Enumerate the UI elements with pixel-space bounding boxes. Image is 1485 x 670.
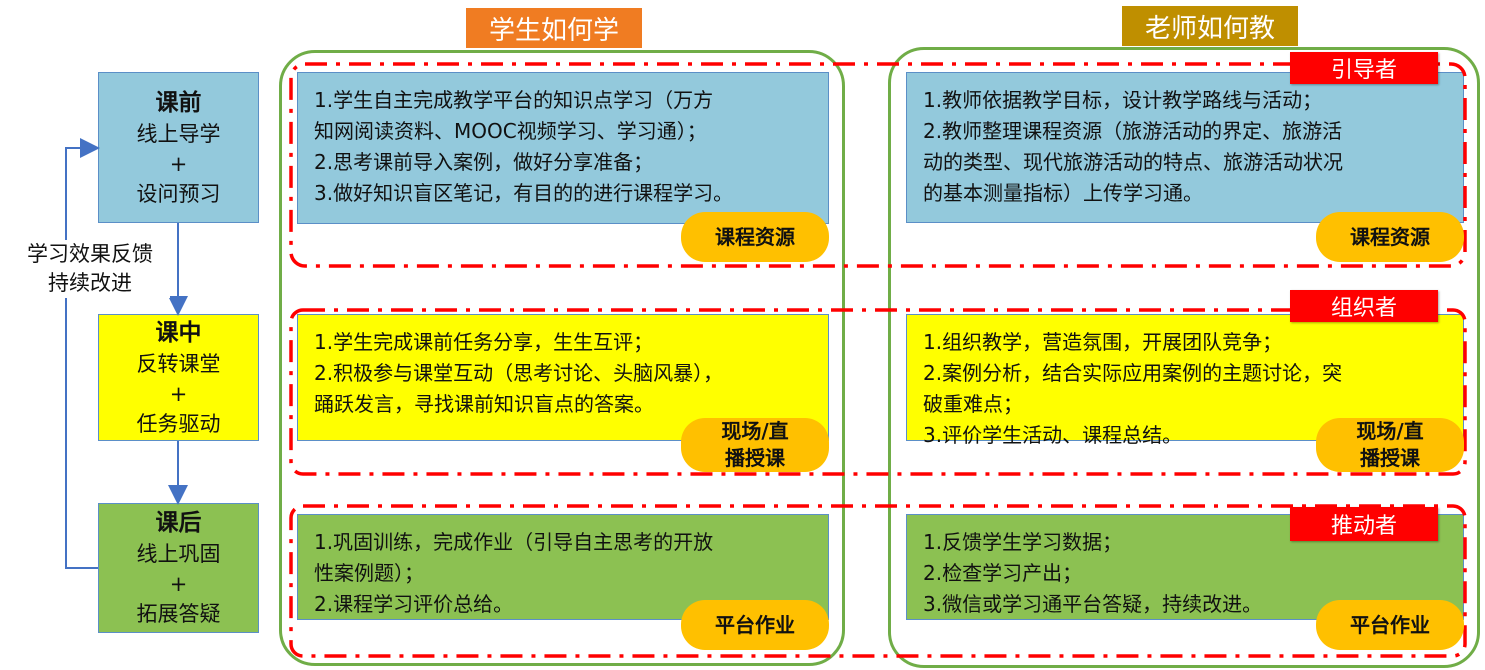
teacher-content-before: 1.教师依据教学目标，设计教学路线与活动； 2.教师整理课程资源（旅游活动的界定… <box>906 72 1464 223</box>
stage-plus: + <box>169 151 188 176</box>
stage-before-class: 课前 线上导学 + 设问预习 <box>98 72 259 223</box>
role-text: 组织者 <box>1330 296 1397 321</box>
resource-pill-student-in: 现场/直 播授课 <box>681 418 829 472</box>
stage-line: 设问预习 <box>136 181 221 206</box>
content-line: 1.学生自主完成教学平台的知识点学习（万方 <box>314 88 714 112</box>
content-line: 1.组织教学，营造氛围，开展团队竞争； <box>923 330 1283 354</box>
content-line: 1.巩固训练，完成作业（引导自主思考的开放 <box>314 530 714 554</box>
stage-title: 课中 <box>155 319 202 346</box>
stage-plus: + <box>169 572 188 596</box>
student-content-before: 1.学生自主完成教学平台的知识点学习（万方 知网阅读资料、MOOC视频学习、学习… <box>297 72 829 224</box>
role-text: 引导者 <box>1330 58 1397 83</box>
stage-plus: + <box>169 381 188 406</box>
stage-title: 课前 <box>155 89 202 116</box>
stage-line: 反转课堂 <box>136 351 221 376</box>
resource-pill-student-before: 课程资源 <box>681 212 829 262</box>
content-line: 知网阅读资料、MOOC视频学习、学习通）； <box>314 119 707 143</box>
content-line: 性案例题）； <box>314 561 424 585</box>
stage-line: 线上导学 <box>136 121 221 146</box>
content-line: 破重难点； <box>923 392 1023 416</box>
content-line: 的基本测量指标）上传学习通。 <box>923 181 1203 205</box>
resource-pill-teacher-in: 现场/直 播授课 <box>1316 418 1464 472</box>
stage-line: 线上巩固 <box>136 542 221 566</box>
resource-pill-student-after: 平台作业 <box>681 600 829 650</box>
stage-line: 拓展答疑 <box>136 602 221 626</box>
feedback-line: 持续改进 <box>48 271 132 295</box>
feedback-line: 学习效果反馈 <box>27 242 153 266</box>
role-label-organizer: 组织者 <box>1290 290 1438 322</box>
stage-title: 课后 <box>155 510 202 536</box>
role-label-promoter: 推动者 <box>1290 507 1438 541</box>
teacher-column-header: 老师如何教 <box>1122 6 1298 46</box>
content-line: 1.学生完成课前任务分享，生生互评； <box>314 330 654 354</box>
student-column-title: 学生如何学 <box>488 15 619 46</box>
content-line: 3.做好知识盲区笔记，有目的的进行课程学习。 <box>314 181 734 205</box>
stage-in-class: 课中 反转课堂 + 任务驱动 <box>98 314 259 441</box>
stage-line: 任务驱动 <box>136 411 221 436</box>
content-line: 踊跃发言，寻找课前知识盲点的答案。 <box>314 392 654 416</box>
content-line: 2.积极参与课堂互动（思考讨论、头脑风暴）， <box>314 361 724 385</box>
content-line: 2.思考课前导入案例，做好分享准备； <box>314 150 654 174</box>
resource-pill-teacher-after: 平台作业 <box>1316 600 1464 650</box>
role-text: 推动者 <box>1330 514 1397 539</box>
content-line: 动的类型、现代旅游活动的特点、旅游活动状况 <box>923 150 1343 174</box>
feedback-loop-arrow <box>65 138 100 569</box>
content-line: 2.案例分析，结合实际应用案例的主题讨论，突 <box>923 361 1343 385</box>
student-column-header: 学生如何学 <box>466 8 642 48</box>
role-label-guide: 引导者 <box>1290 52 1438 84</box>
resource-pill-teacher-before: 课程资源 <box>1316 212 1464 262</box>
teacher-column-title: 老师如何教 <box>1144 13 1275 44</box>
stage-after-class: 课后 线上巩固 + 拓展答疑 <box>98 503 259 633</box>
content-line: 2.教师整理课程资源（旅游活动的界定、旅游活 <box>923 119 1343 143</box>
content-line: 1.教师依据教学目标，设计教学路线与活动； <box>923 88 1323 112</box>
feedback-label: 学习效果反馈 持续改进 <box>10 240 170 298</box>
content-line: 2.检查学习产出； <box>923 561 1083 585</box>
